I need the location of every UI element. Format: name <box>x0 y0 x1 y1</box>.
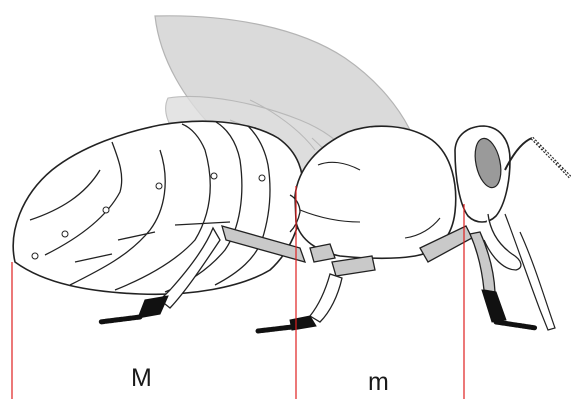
hind-leg-tarsus <box>138 296 168 318</box>
fore-leg-claw <box>496 322 536 328</box>
middle-leg-claw <box>258 327 292 331</box>
fore-leg-tarsus <box>482 290 506 322</box>
maxilla <box>505 214 555 330</box>
region-label-small-m: m <box>368 370 389 395</box>
hind-leg-claw <box>100 317 140 322</box>
middle-leg-tibia <box>310 274 342 322</box>
middle-leg-femur <box>310 244 335 262</box>
middle-leg-segment <box>332 256 375 276</box>
region-label-large-m: M <box>131 366 152 391</box>
